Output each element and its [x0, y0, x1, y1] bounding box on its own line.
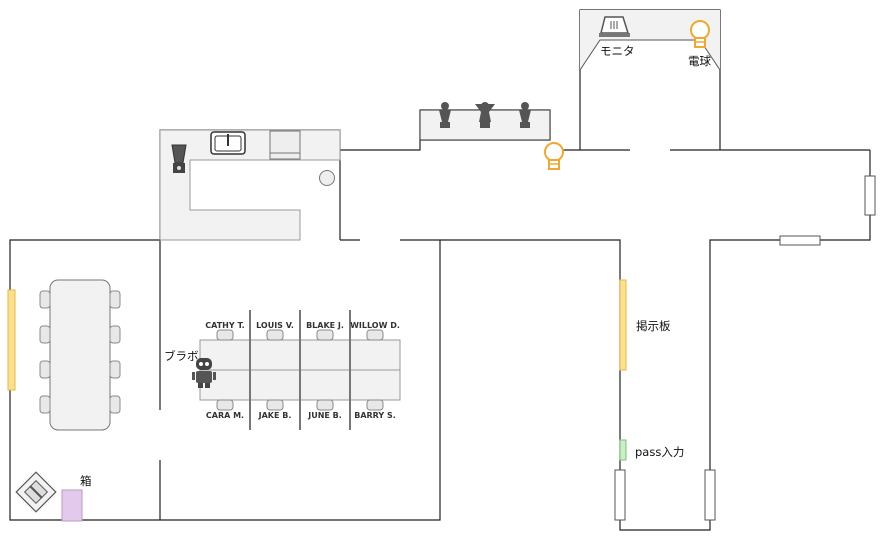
blender-icon — [171, 144, 187, 173]
microwave-icon — [269, 130, 301, 160]
chair — [109, 360, 121, 379]
sink-icon — [210, 131, 246, 155]
meeting-table — [199, 310, 401, 430]
robot-label: ブラボ — [164, 349, 199, 363]
bulb-label: 電球 — [688, 54, 711, 68]
window-bottom — [779, 235, 821, 246]
statue-icon — [439, 102, 451, 128]
box[interactable] — [61, 489, 83, 522]
chair — [109, 325, 121, 344]
seat-name-top: WILLOW D. — [350, 321, 400, 330]
statue-icon — [519, 102, 531, 128]
dining-table — [39, 279, 121, 431]
walls — [9, 9, 871, 531]
chair — [109, 395, 121, 414]
seat-name-bottom: BARRY S. — [354, 411, 396, 420]
light-bulb-icon — [544, 142, 564, 170]
statue-icon — [475, 102, 495, 128]
chair — [39, 395, 51, 414]
main-room-wall — [160, 239, 441, 521]
projector-icon — [599, 16, 630, 37]
seat-name-top: LOUIS V. — [256, 321, 294, 330]
box-label: 箱 — [80, 474, 92, 488]
corridor-outer-wall — [440, 150, 871, 531]
statue-alcove — [419, 102, 551, 141]
seat-name-top: BLAKE J. — [306, 321, 344, 330]
left-wall-board — [7, 289, 16, 391]
pass-input-panel[interactable] — [619, 439, 627, 461]
stove-burner-icon — [319, 170, 335, 186]
chair — [39, 290, 51, 309]
robot-icon[interactable] — [192, 358, 216, 388]
kitchen-counter — [159, 129, 341, 241]
chair — [109, 290, 121, 309]
chair — [39, 360, 51, 379]
light-bulb-icon — [690, 20, 710, 48]
door-left — [614, 469, 626, 521]
window-right — [864, 175, 876, 216]
monitor-label: モニタ — [600, 44, 635, 58]
seat-name-bottom: CARA M. — [206, 411, 244, 420]
bulletin-board-label: 掲示板 — [636, 319, 671, 333]
safe-icon[interactable] — [15, 471, 57, 513]
seat-name-bottom: JAKE B. — [258, 411, 292, 420]
bulletin-board[interactable] — [619, 279, 627, 371]
seat-name-top: CATHY T. — [205, 321, 244, 330]
door-right — [704, 469, 716, 521]
seat-name-bottom: JUNE B. — [307, 411, 342, 420]
chair — [39, 325, 51, 344]
pass-input-label: pass入力 — [635, 445, 684, 459]
